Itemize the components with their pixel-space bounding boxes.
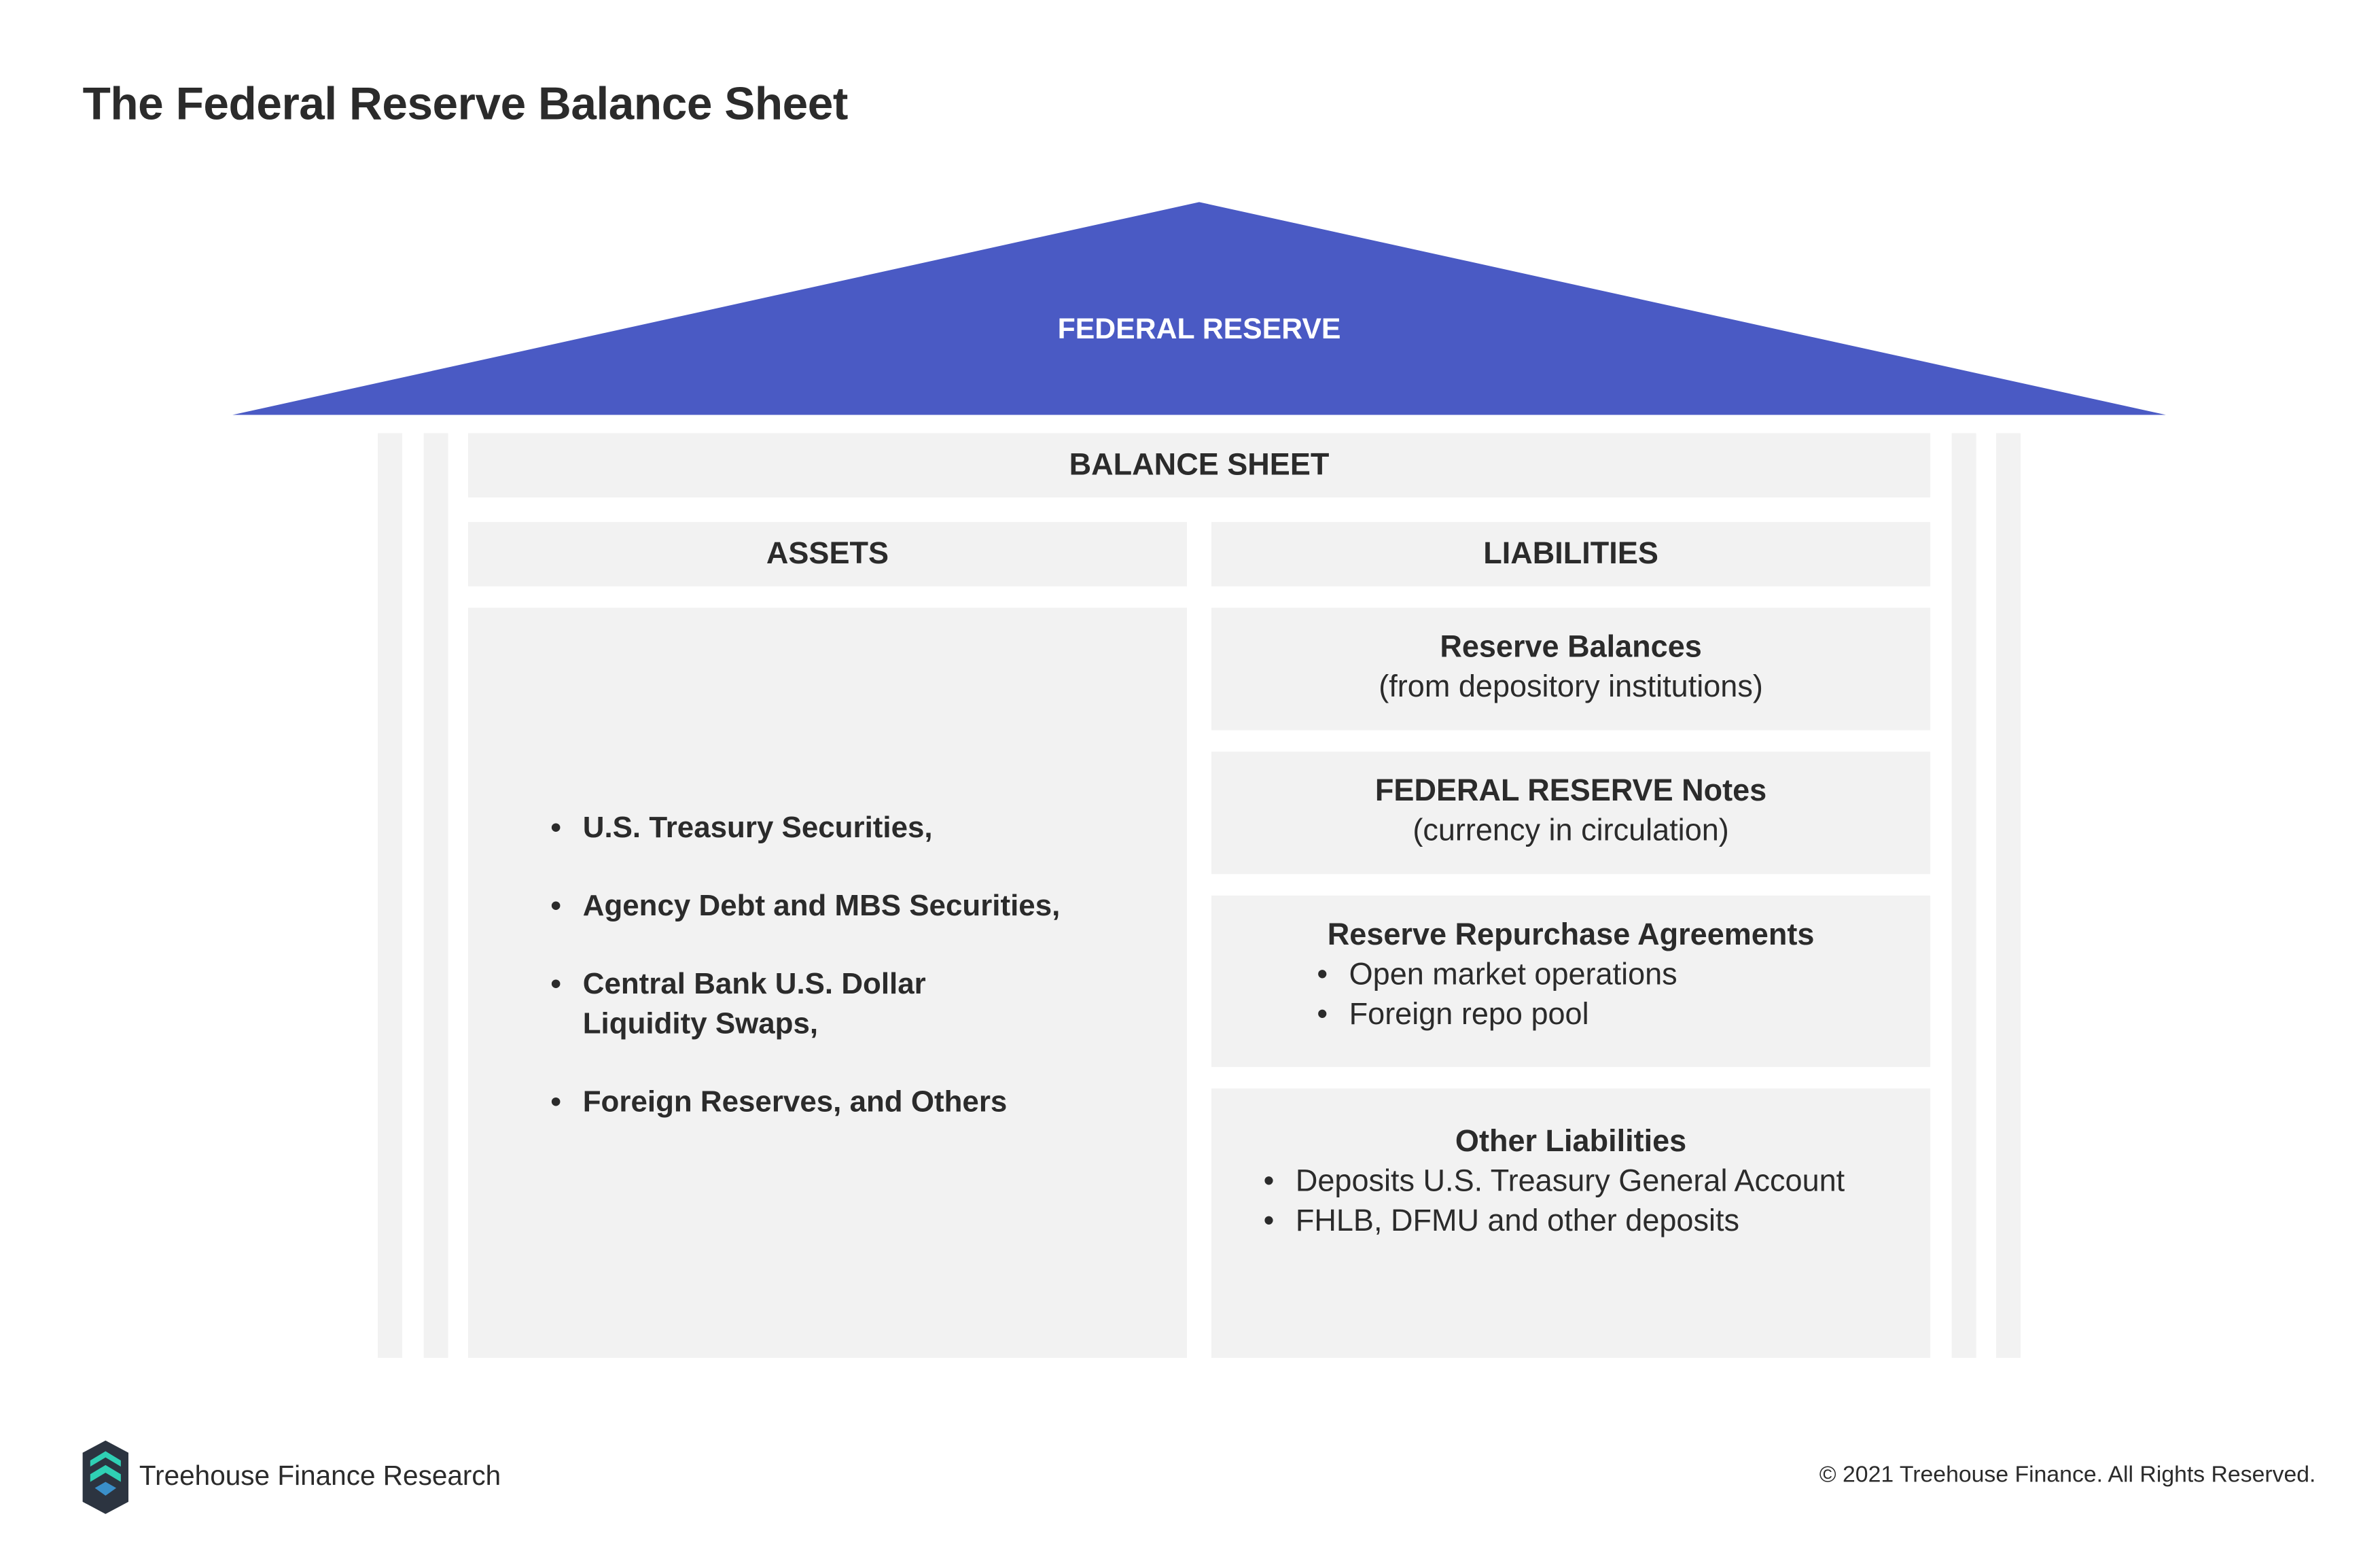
repo-list: • Open market operations • Foreign repo … [1211,955,1930,1035]
list-item: • Deposits U.S. Treasury General Account [1264,1162,1931,1202]
treehouse-logo-icon [82,1440,129,1514]
assets-header-label: ASSETS [766,536,889,571]
list-item: • Open market operations [1317,955,1930,996]
list-item: • FHLB, DFMU and other deposits [1264,1201,1931,1242]
pillar-right-outer [1995,433,2021,1358]
reserve-balances-box: Reserve Balances (from depository instit… [1211,608,1931,731]
assets-list: • U.S. Treasury Securities, • Agency Deb… [550,808,1162,1160]
balance-sheet-header: BALANCE SHEET [467,433,1931,498]
fed-notes-title: FEDERAL RESERVE Notes [1374,774,1767,809]
asset-item-text: Central Bank U.S. Dollar [582,967,926,1002]
logo-chevron-bottom [94,1481,117,1496]
bullet-icon: • [550,967,561,1002]
asset-item-text: Foreign Reserves, and Others [582,1085,1008,1119]
fed-notes-box: FEDERAL RESERVE Notes (currency in circu… [1211,752,1931,875]
reserve-balances-title: Reserve Balances [1440,631,1702,665]
list-item: • Central Bank U.S. Dollar Liquidity Swa… [550,964,1162,1044]
liabilities-header-label: LIABILITIES [1483,536,1658,571]
list-item: • Foreign repo pool [1317,995,1930,1035]
assets-header: ASSETS [467,522,1188,586]
pillar-right-inner [1951,433,1976,1358]
list-item: • Foreign Reserves, and Others [550,1083,1162,1123]
page-title: The Federal Reserve Balance Sheet [82,80,849,130]
roof-label: FEDERAL RESERVE [1057,313,1341,347]
other-liabilities-box: Other Liabilities • Deposits U.S. Treasu… [1211,1088,1931,1358]
other-item-text: FHLB, DFMU and other deposits [1295,1204,1740,1239]
bullet-icon: • [1317,998,1328,1032]
list-item: • Agency Debt and MBS Securities, [550,886,1162,926]
other-liabilities-list: • Deposits U.S. Treasury General Account… [1211,1162,1930,1242]
bullet-icon: • [1263,1165,1275,1199]
list-item: • U.S. Treasury Securities, [550,808,1162,848]
repo-title: Reserve Repurchase Agreements [1327,918,1815,953]
pillar-left-outer [378,433,403,1358]
reserve-balances-subtitle: (from depository institutions) [1379,670,1763,705]
balance-sheet-label: BALANCE SHEET [1069,447,1330,482]
asset-item-text: Agency Debt and MBS Securities, [582,889,1061,924]
roof-triangle [232,202,2166,415]
bullet-icon: • [550,811,561,845]
asset-item-text: U.S. Treasury Securities, [582,811,933,845]
pillar-left-inner [423,433,448,1358]
bullet-icon: • [1263,1204,1275,1239]
logo-chevron-top [90,1451,121,1467]
other-item-text: Deposits U.S. Treasury General Account [1295,1165,1845,1199]
fed-notes-subtitle: (currency in circulation) [1413,814,1729,848]
repo-item-text: Open market operations [1349,958,1677,992]
footer-brand: Treehouse Finance Research [139,1460,501,1492]
repo-box: Reserve Repurchase Agreements • Open mar… [1211,895,1931,1068]
repo-item-text: Foreign repo pool [1349,998,1589,1032]
other-liabilities-title: Other Liabilities [1455,1125,1687,1159]
assets-panel [467,608,1188,1358]
bullet-icon: • [1317,958,1328,992]
footer-copyright: © 2021 Treehouse Finance. All Rights Res… [1819,1462,2316,1488]
bullet-icon: • [550,1085,561,1119]
roof-shape [232,202,2166,415]
logo-chevron-middle [90,1464,121,1482]
asset-item-text-continued: Liquidity Swaps, [582,1007,819,1041]
bullet-icon: • [550,889,561,924]
liabilities-header: LIABILITIES [1211,522,1931,586]
